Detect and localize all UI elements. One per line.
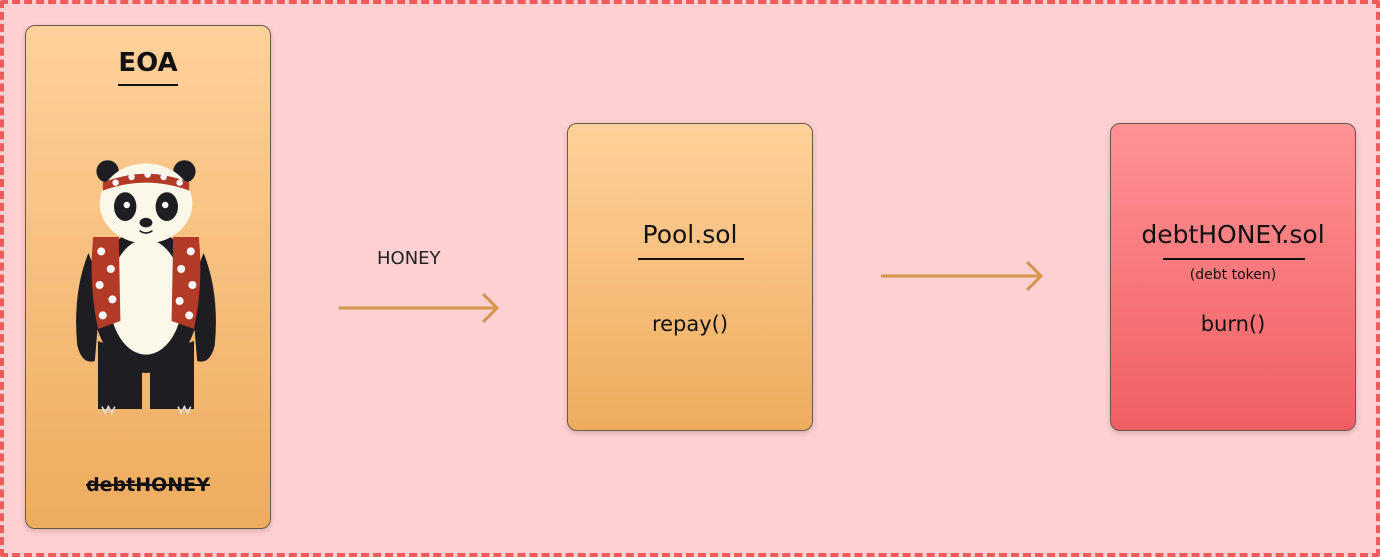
transfer-label: HONEY — [377, 248, 441, 269]
arrow-icon — [339, 292, 500, 324]
debt-token-method: burn() — [1200, 312, 1266, 336]
eoa-title-underline — [118, 84, 178, 86]
eoa-card: EOA — [25, 25, 271, 529]
arrow-icon — [881, 260, 1044, 292]
eoa-debt-token-label: debtHONEY — [86, 474, 210, 496]
pool-card: Pool.sol repay() — [567, 123, 813, 431]
panda-icon — [76, 160, 216, 415]
pool-title: Pool.sol — [642, 220, 738, 249]
debt-token-card: debtHONEY.sol (debt token) burn() — [1110, 123, 1356, 431]
debt-token-title-underline — [1163, 258, 1305, 260]
pool-title-underline — [638, 258, 744, 260]
eoa-title: EOA — [118, 48, 178, 78]
pool-method: repay() — [651, 312, 729, 336]
debt-token-title: debtHONEY.sol — [1141, 220, 1325, 249]
debt-token-subtitle: (debt token) — [1189, 267, 1277, 283]
